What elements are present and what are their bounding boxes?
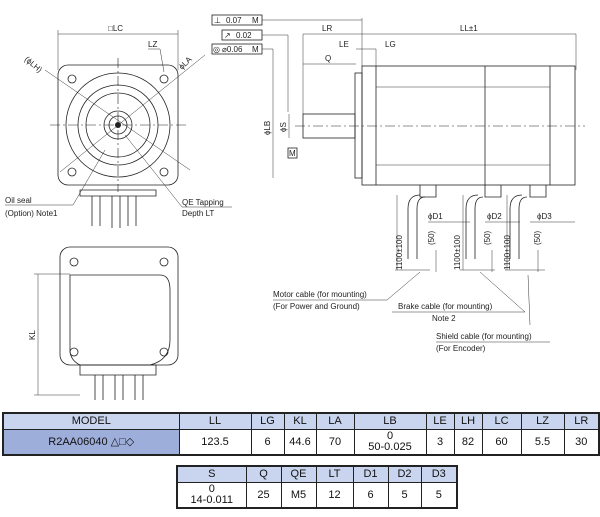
datum-label: M	[252, 45, 259, 54]
header-ll: LL	[178, 412, 252, 430]
d1-cell: 6	[352, 482, 389, 509]
d1-label: ϕD1	[428, 212, 443, 221]
drawing-canvas: □LC LZ ϕLA (ϕLH) Oil seal (Option) Note1…	[5, 14, 585, 400]
brake-cable-note: Note 2	[432, 314, 456, 323]
kl-cell: 44.6	[283, 429, 317, 456]
motor-lead-length: (50)	[427, 230, 436, 245]
header-le: LE	[425, 412, 455, 430]
bottom-view: KL	[28, 246, 179, 400]
lb-upper-tolerance: 0	[386, 430, 394, 442]
datum-m-label: M	[289, 149, 296, 158]
ll-cell: 123.5	[178, 429, 252, 456]
lb-value: 50-0.025	[368, 441, 412, 453]
header-d3: D3	[420, 465, 458, 483]
s-upper-tolerance: 0	[208, 483, 215, 495]
le-cell: 3	[425, 429, 455, 456]
shield-lead-length: (50)	[533, 230, 542, 245]
header-lh: LH	[453, 412, 483, 430]
header-q: Q	[245, 465, 282, 483]
oil-seal-note: (Option) Note1	[5, 209, 58, 218]
brake-lead-length: (50)	[483, 230, 492, 245]
lb-label: ϕLB	[263, 121, 272, 135]
lr-cell: 30	[563, 429, 600, 456]
d3-cell: 5	[420, 482, 458, 509]
d2-cell: 5	[387, 482, 422, 509]
lg-cell: 6	[250, 429, 285, 456]
la-label: ϕLA	[177, 54, 194, 71]
lh-cell: 82	[453, 429, 483, 456]
header-d1: D1	[352, 465, 389, 483]
perpendicularity-symbol: ⊥	[214, 16, 221, 25]
motor-cable-label: Motor cable (for mounting)	[273, 290, 367, 299]
table-header-row: S Q QE LT D1 D2 D3	[176, 465, 458, 483]
shield-cable-sub: (For Encoder)	[436, 344, 486, 353]
q-label: Q	[325, 54, 331, 63]
header-kl: KL	[283, 412, 317, 430]
lg-label: LG	[385, 40, 396, 49]
lh-label: (ϕLH)	[23, 55, 44, 75]
lc-cell: 60	[481, 429, 522, 456]
q-cell: 25	[245, 482, 282, 509]
lr-label: LR	[322, 24, 332, 33]
header-lz: LZ	[520, 412, 565, 430]
qe-cell: M5	[280, 482, 317, 509]
datum-label: M	[252, 16, 259, 25]
lz-cell: 5.5	[520, 429, 565, 456]
header-qe: QE	[280, 465, 317, 483]
header-lg: LG	[250, 412, 285, 430]
header-lr: LR	[563, 412, 600, 430]
s-label: ϕS	[279, 122, 288, 132]
lc-label: □LC	[108, 24, 123, 33]
shield-cable-label: Shield cable (for mounting)	[436, 332, 532, 341]
tolerance-value: 0.07	[226, 16, 242, 25]
s-value: 14-0.011	[190, 494, 234, 506]
brake-cable-length: 1100±100	[453, 235, 462, 270]
ll-label: LL±1	[460, 24, 478, 33]
d2-label: ϕD2	[487, 212, 502, 221]
tolerance-value: ⌀0.06	[222, 45, 243, 54]
concentricity-symbol: ◎	[213, 45, 220, 54]
front-view: □LC LZ ϕLA (ϕLH) Oil seal (Option) Note1…	[5, 24, 232, 228]
header-s: S	[176, 465, 247, 483]
header-lc: LC	[481, 412, 522, 430]
brake-cable-label: Brake cable (for mounting)	[398, 302, 493, 311]
header-d2: D2	[387, 465, 422, 483]
lz-label: LZ	[148, 40, 157, 49]
lt-cell: 12	[315, 482, 354, 509]
header-la: LA	[315, 412, 355, 430]
motor-cable-sub: (For Power and Ground)	[273, 302, 360, 311]
header-lb: LB	[353, 412, 427, 430]
header-lt: LT	[315, 465, 354, 483]
la-cell: 70	[315, 429, 355, 456]
dimension-table-main: MODEL LL LG KL LA LB LE LH LC LZ LR R2AA…	[2, 412, 600, 456]
d3-label: ϕD3	[537, 212, 552, 221]
mounting-hole-icon	[67, 74, 169, 177]
model-cell: R2AA06040 △□◇	[2, 429, 180, 456]
table-header-row: MODEL LL LG KL LA LB LE LH LC LZ LR	[2, 412, 600, 430]
kl-label: KL	[28, 330, 37, 340]
shield-cable-length: 1100±100	[503, 235, 512, 270]
tolerance-value: 0.02	[236, 31, 252, 40]
le-label: LE	[339, 40, 349, 49]
side-view: LR LL±1 LE LG Q ϕLB ϕS M ϕD1 ϕD2 ϕD3 110…	[263, 18, 585, 353]
oil-seal-label: Oil seal	[5, 196, 32, 205]
header-model: MODEL	[2, 412, 180, 430]
runout-symbol: ↗	[224, 31, 231, 40]
qe-tapping-label: QE Tapping	[182, 198, 224, 207]
motor-cable-length: 1100±100	[395, 235, 404, 270]
depth-label: Depth LT	[182, 209, 214, 218]
